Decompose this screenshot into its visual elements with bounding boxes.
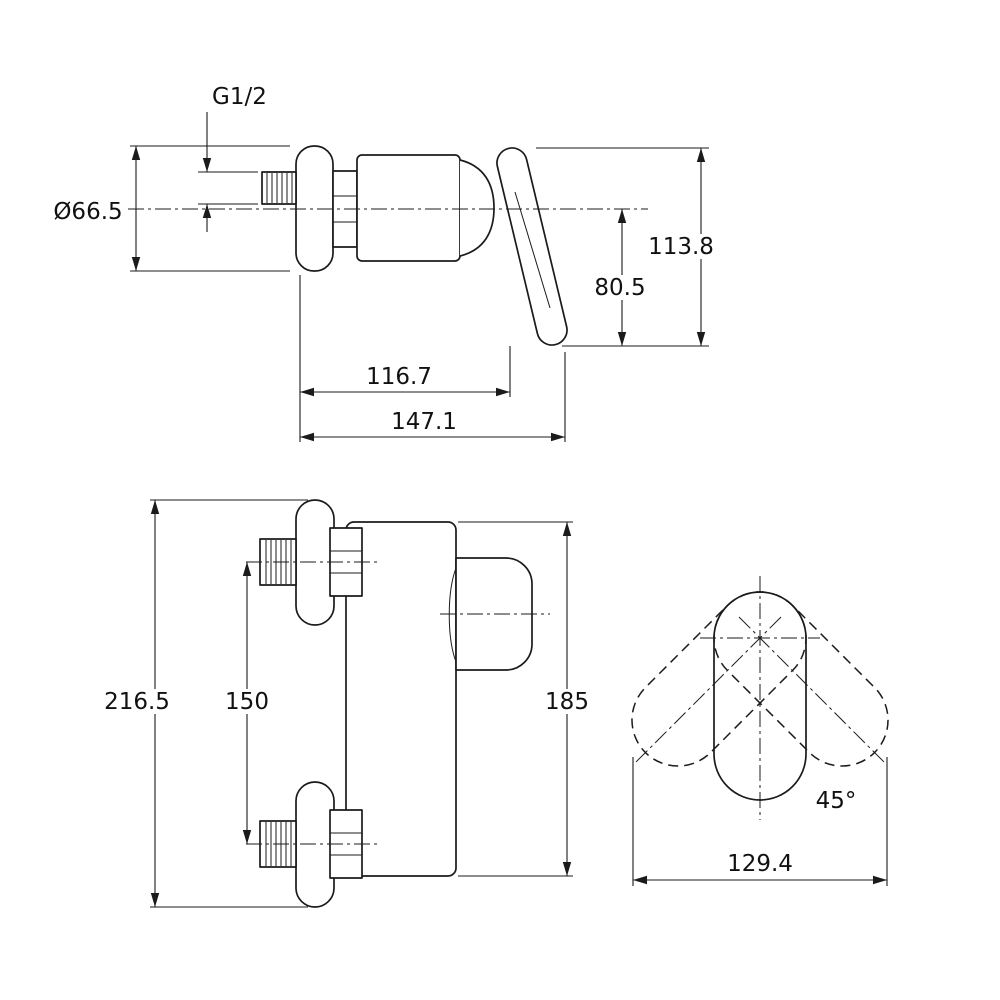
side-view: G1/2 Ø66.5 113.8 80.5 116.7 xyxy=(53,84,715,442)
dim-label-thread-size: G1/2 xyxy=(212,84,267,110)
dim-label-total-depth: 147.1 xyxy=(391,409,457,435)
handle-lever xyxy=(496,147,568,346)
cartridge-dome xyxy=(459,159,495,257)
front-height-extension-lines xyxy=(150,499,308,908)
dim-thread-callout: G1/2 xyxy=(198,84,267,232)
handle-lever-edge xyxy=(514,191,551,309)
label-backing xyxy=(542,689,592,714)
thread-extension-lines xyxy=(198,171,258,205)
hex-nut-facets xyxy=(333,195,357,223)
cartridge-arc xyxy=(448,567,457,663)
body-height-extension-lines xyxy=(458,521,573,877)
dim-label-swivel-angle: 45° xyxy=(816,788,857,814)
flange-extension-lines xyxy=(130,145,290,272)
dim-label-front-total-height: 216.5 xyxy=(104,689,170,715)
swivel-centerlines xyxy=(632,576,888,820)
dim-label-swivel-width: 129.4 xyxy=(727,851,793,877)
swivel-width-extension-lines xyxy=(632,757,888,886)
dim-label-inlet-spacing: 150 xyxy=(225,689,269,715)
dim-handle-drop: 80.5 xyxy=(592,209,648,346)
valve-body-front xyxy=(345,521,457,877)
dim-front-total-height: 216.5 xyxy=(104,499,308,908)
height-extension-lines xyxy=(536,147,709,347)
dim-body-depth: 116.7 xyxy=(299,275,511,442)
dim-inlet-spacing: 150 xyxy=(223,562,271,844)
dim-label-body-depth: 116.7 xyxy=(366,364,432,390)
dim-label-side-total-height: 113.8 xyxy=(648,234,714,260)
label-backing xyxy=(104,689,170,714)
valve-body-side xyxy=(356,154,461,262)
swivel-view: 45° 129.4 xyxy=(631,576,889,886)
thread-hatching xyxy=(266,173,293,203)
label-backing xyxy=(647,234,715,259)
dim-flange-diameter: Ø66.5 xyxy=(53,145,290,272)
dim-label-flange-diameter: Ø66.5 xyxy=(53,199,122,225)
hex-nut-top-facets xyxy=(330,550,362,574)
dim-total-depth: 147.1 xyxy=(300,352,566,442)
label-backing xyxy=(223,689,271,714)
dim-label-handle-drop: 80.5 xyxy=(594,275,645,301)
inlet-thread-side xyxy=(261,171,297,205)
dim-body-height: 185 xyxy=(458,521,592,877)
front-view: 216.5 150 185 xyxy=(104,499,592,908)
label-backing xyxy=(592,275,648,300)
dim-side-total-height: 113.8 xyxy=(536,147,715,347)
dim-swivel-width: 129.4 xyxy=(632,757,888,886)
hex-nut-bottom-facets xyxy=(330,832,362,856)
depth-extension-lines xyxy=(299,275,511,442)
dim-label-body-height: 185 xyxy=(545,689,589,715)
front-centerlines xyxy=(246,561,550,845)
